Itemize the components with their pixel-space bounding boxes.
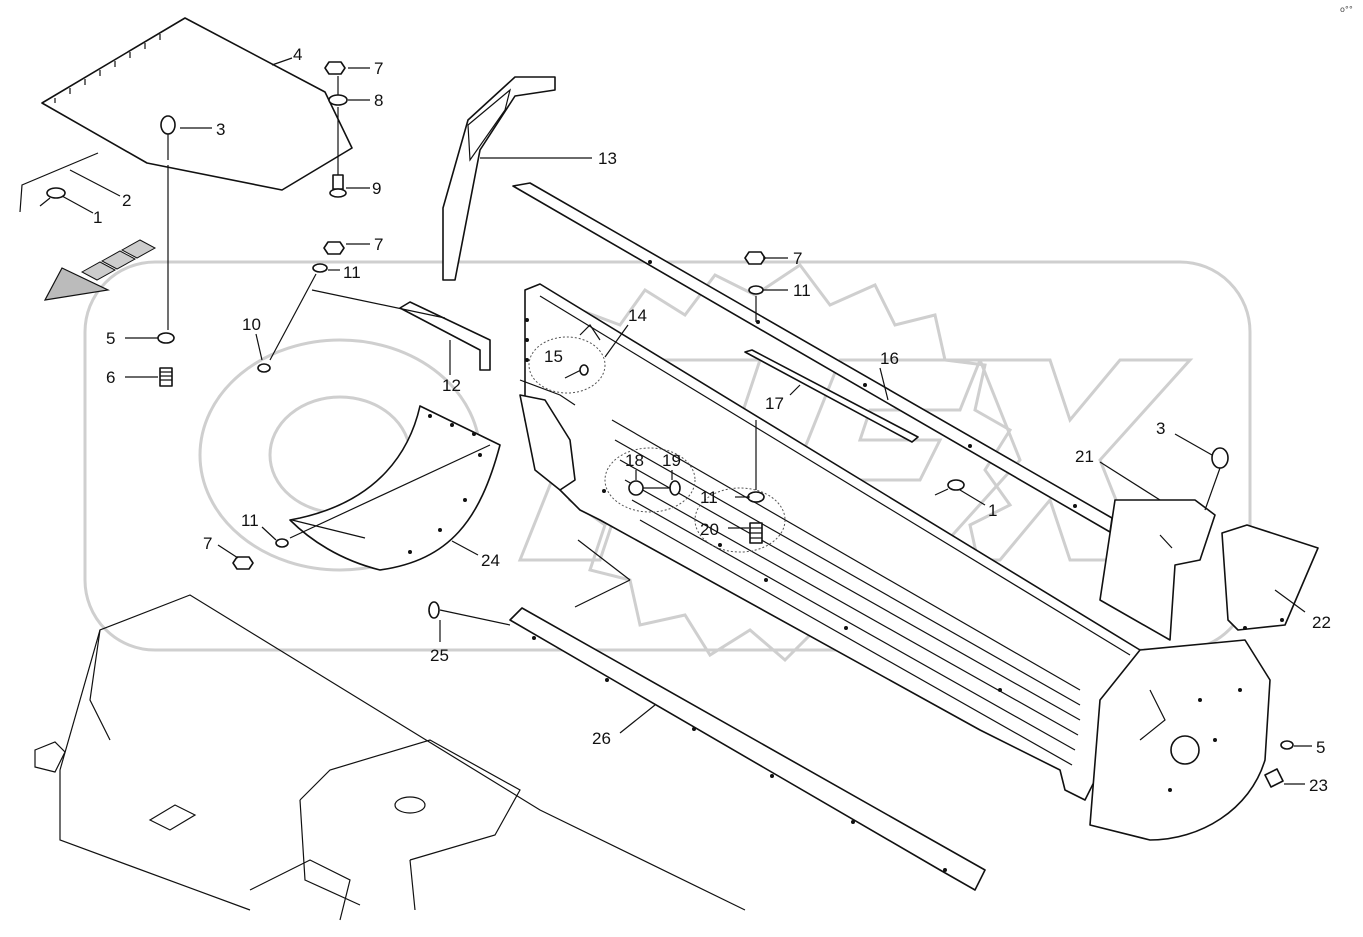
- leader-lines: [61, 57, 1312, 785]
- callout-3: 3: [1156, 419, 1165, 438]
- callout-15: 15: [544, 347, 563, 366]
- callout-5: 5: [106, 329, 115, 348]
- machine-outline: [34, 594, 746, 921]
- bolt-10-part: [257, 241, 345, 373]
- callout-14: 14: [628, 306, 647, 325]
- callout-18: 18: [625, 451, 644, 470]
- callout-7: 7: [374, 59, 383, 78]
- bolt-stack-part: [324, 61, 348, 198]
- callout-3: 3: [216, 120, 225, 139]
- callout-11: 11: [700, 488, 718, 507]
- callout-labels: 1 2 3 4 5 6 7 8 9 7 11 10 12 13 7 11 14 …: [93, 45, 1331, 795]
- callout-21: 21: [1075, 447, 1094, 466]
- callout-4: 4: [293, 45, 302, 64]
- callout-24: 24: [481, 551, 500, 570]
- corner-mark: o°°: [1340, 5, 1353, 14]
- callout-11: 11: [241, 511, 259, 530]
- callout-12: 12: [442, 376, 461, 395]
- callout-23: 23: [1309, 776, 1328, 795]
- callout-7: 7: [203, 534, 212, 553]
- strip-part-26: [428, 601, 986, 891]
- callout-19: 19: [662, 451, 681, 470]
- pin-part-right: [934, 479, 965, 496]
- direction-arrow-icon: [43, 239, 157, 301]
- strip-part-12: [399, 301, 491, 371]
- callout-2: 2: [122, 191, 131, 210]
- highlight-zones: [528, 336, 786, 553]
- cover-plate-part: [41, 17, 353, 191]
- callout-20: 20: [700, 520, 719, 539]
- callout-9: 9: [372, 179, 381, 198]
- callout-7: 7: [793, 249, 802, 268]
- callout-16: 16: [880, 349, 899, 368]
- strip-part-17: [744, 349, 919, 443]
- callout-5: 5: [1316, 738, 1325, 757]
- callout-6: 6: [106, 368, 115, 387]
- shield-part-24: [289, 405, 501, 571]
- pin-rod-part: [19, 152, 99, 213]
- callout-11: 11: [793, 281, 811, 300]
- group-hardware: [564, 364, 765, 544]
- bolt-7-11-left: [232, 538, 289, 570]
- bracket-part-22: [1221, 524, 1319, 631]
- callout-25: 25: [430, 646, 449, 665]
- callout-26: 26: [592, 729, 611, 748]
- callout-1: 1: [93, 208, 102, 227]
- bracket-part-21: [1099, 447, 1229, 641]
- end-plate-part: [1089, 639, 1294, 841]
- callout-22: 22: [1312, 613, 1331, 632]
- callout-11: 11: [343, 263, 361, 282]
- callout-1: 1: [988, 501, 997, 520]
- callout-13: 13: [598, 149, 617, 168]
- callout-17: 17: [765, 394, 784, 413]
- callout-10: 10: [242, 315, 261, 334]
- eyebolt-part: [157, 115, 176, 387]
- callout-7: 7: [374, 235, 383, 254]
- callout-8: 8: [374, 91, 383, 110]
- bracket-part-13: [442, 76, 556, 281]
